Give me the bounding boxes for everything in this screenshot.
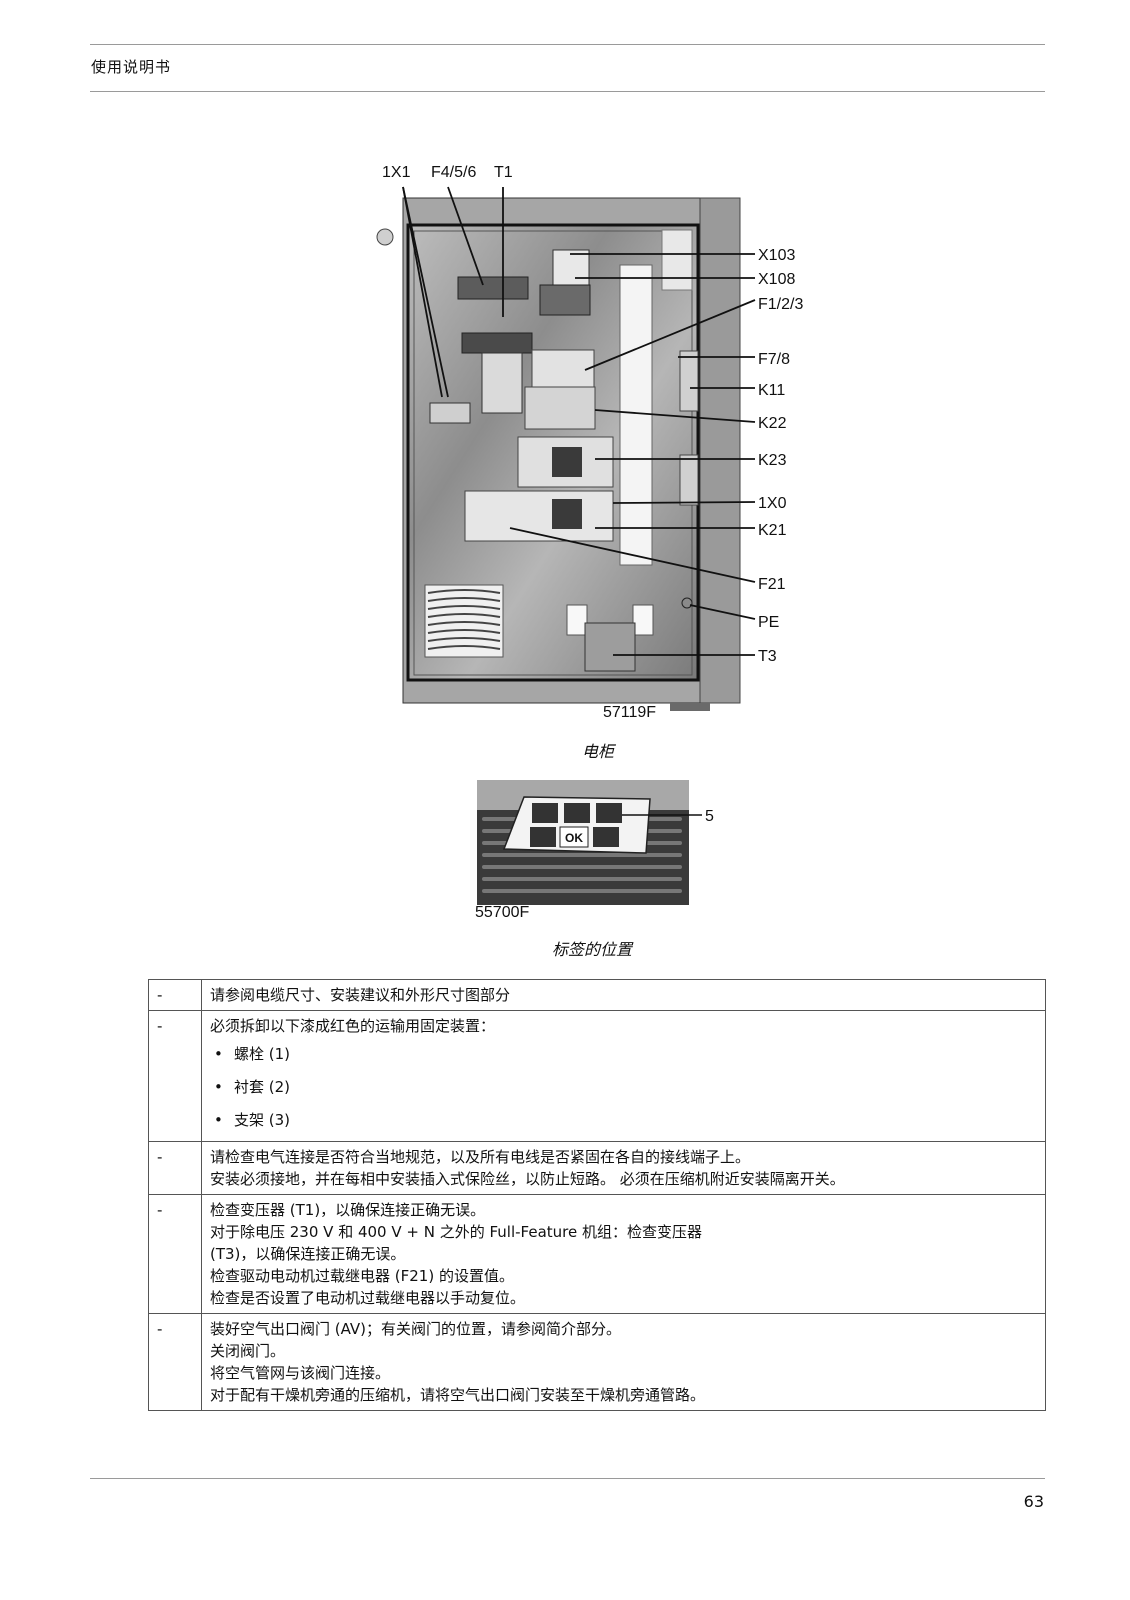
figure1-caption: 电柜 [582, 742, 615, 761]
row-text: 关闭阀门。 [210, 1342, 286, 1360]
figure2-code: 55700F [475, 904, 529, 921]
row-text: 请检查电气连接是否符合当地规范，以及所有电线是否紧固在各自的接线端子上。 [210, 1148, 751, 1166]
callout-k22: K22 [758, 415, 787, 432]
fixture-list: • 螺栓 (1) • 衬套 (2) • 支架 (3) [210, 1043, 1037, 1131]
cabinet-drawing [376, 197, 741, 711]
callout-1x0: 1X0 [758, 495, 787, 512]
bullet-icon: • [214, 1078, 223, 1096]
list-item-text: 衬套 (2) [234, 1078, 291, 1096]
header-rule-top [90, 44, 1045, 45]
list-item: • 支架 (3) [214, 1109, 1037, 1131]
label-position-figure: OK 5 55700F [475, 780, 714, 921]
bullet-icon: • [214, 1111, 223, 1129]
callout-k21: K21 [758, 522, 787, 539]
electric-cabinet-figure: 1X1 F4/5/6 T1 X103 X108 F1/2/3 F7/8 K11 … [376, 164, 803, 721]
row-marker: - [148, 1010, 202, 1142]
row-content: 请检查电气连接是否符合当地规范，以及所有电线是否紧固在各自的接线端子上。 安装必… [201, 1141, 1046, 1195]
row-marker: - [148, 979, 202, 1011]
header-title: 使用说明书 [91, 58, 172, 76]
callout-f456: F4/5/6 [431, 164, 476, 181]
callout-t3: T3 [758, 648, 777, 665]
row-text: 将空气管网与该阀门连接。 [210, 1364, 391, 1382]
safety-label: OK [502, 796, 651, 854]
row-text: 装好空气出口阀门 (AV)；有关阀门的位置，请参阅简介部分。 [210, 1320, 622, 1338]
row-marker: - [148, 1194, 202, 1314]
row-text: 对于配有干燥机旁通的压缩机，请将空气出口阀门安装至干燥机旁通管路。 [210, 1386, 706, 1404]
table-row: - 检查变压器 (T1)，以确保连接正确无误。 对于除电压 230 V 和 40… [148, 1194, 1046, 1314]
callout-t1: T1 [494, 164, 513, 181]
list-item: • 衬套 (2) [214, 1076, 1037, 1098]
page-number: 63 [1023, 1492, 1044, 1511]
table-row: - 装好空气出口阀门 (AV)；有关阀门的位置，请参阅简介部分。 关闭阀门。 将… [148, 1313, 1046, 1411]
table-row: - 必须拆卸以下漆成红色的运输用固定装置： • 螺栓 (1) • 衬套 (2) • 支… [148, 1010, 1046, 1142]
list-item: • 螺栓 (1) [214, 1043, 1037, 1065]
row-marker: - [148, 1141, 202, 1195]
callout-f78: F7/8 [758, 351, 790, 368]
row-text: (T3)，以确保连接正确无误。 [210, 1245, 406, 1263]
ok-label-text: OK [565, 831, 583, 845]
row-content: 装好空气出口阀门 (AV)；有关阀门的位置，请参阅简介部分。 关闭阀门。 将空气… [201, 1313, 1046, 1411]
callout-x108: X108 [758, 271, 795, 288]
ventilation-grille [424, 584, 504, 658]
row-content: 请参阅电缆尺寸、安装建议和外形尺寸图部分 [201, 979, 1046, 1011]
list-item-text: 支架 (3) [234, 1111, 291, 1129]
row-content: 检查变压器 (T1)，以确保连接正确无误。 对于除电压 230 V 和 400 … [201, 1194, 1046, 1314]
callout-f123: F1/2/3 [758, 296, 803, 313]
list-item-text: 螺栓 (1) [234, 1045, 291, 1063]
row-marker: - [148, 1313, 202, 1411]
row-text: 检查驱动电动机过载继电器 (F21) 的设置值。 [210, 1267, 514, 1285]
table-row: - 请检查电气连接是否符合当地规范，以及所有电线是否紧固在各自的接线端子上。 安… [148, 1141, 1046, 1195]
row-text: 安装必须接地，并在每相中安装插入式保险丝，以防止短路。 必须在压缩机附近安装隔离… [210, 1170, 845, 1188]
row-text: 对于除电压 230 V 和 400 V + N 之外的 Full-Feature… [210, 1223, 702, 1241]
callout-k23: K23 [758, 452, 787, 469]
row-text: 请参阅电缆尺寸、安装建议和外形尺寸图部分 [210, 986, 511, 1004]
callout-lines [402, 186, 756, 656]
callout-f21: F21 [758, 576, 786, 593]
header-rule-bottom [90, 91, 1045, 92]
figure1-code: 57119F [603, 704, 656, 721]
callout-5: 5 [705, 808, 714, 825]
callout-k11: K11 [758, 382, 785, 399]
row-text: 检查变压器 (T1)，以确保连接正确无误。 [210, 1201, 486, 1219]
table-row: - 请参阅电缆尺寸、安装建议和外形尺寸图部分 [148, 979, 1046, 1011]
callout-pe: PE [758, 614, 779, 631]
callout-1x1: 1X1 [382, 164, 411, 181]
callout-x103: X103 [758, 247, 795, 264]
row-text: 检查是否设置了电动机过载继电器以手动复位。 [210, 1289, 526, 1307]
row-text: 必须拆卸以下漆成红色的运输用固定装置： [210, 1017, 496, 1035]
bullet-icon: • [214, 1045, 223, 1063]
figure2-caption: 标签的位置 [552, 940, 633, 959]
installation-steps-table: - 请参阅电缆尺寸、安装建议和外形尺寸图部分 - 必须拆卸以下漆成红色的运输用固… [148, 979, 1046, 1411]
footer-rule [90, 1478, 1045, 1479]
row-content: 必须拆卸以下漆成红色的运输用固定装置： • 螺栓 (1) • 衬套 (2) • 支架 … [201, 1010, 1046, 1142]
